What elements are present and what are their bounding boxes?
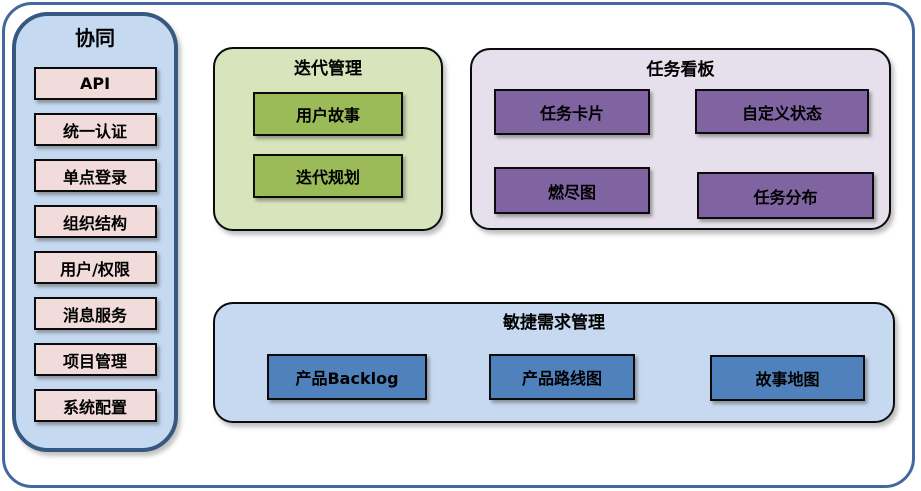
sidebar-title: 协同 xyxy=(75,26,115,50)
sidebar-item-unified-auth: 统一认证 xyxy=(33,113,157,146)
sidebar-item-list: API 统一认证 单点登录 组织结构 用户/权限 消息服务 项目管理 系统配置 xyxy=(33,67,157,422)
shape-story-map: 故事地图 xyxy=(710,355,865,401)
sidebar-item-sso: 单点登录 xyxy=(33,159,157,192)
shape-burndown-chart: 燃尽图 xyxy=(494,167,650,214)
shape-custom-status: 自定义状态 xyxy=(695,89,869,134)
sidebar-item-api: API xyxy=(33,67,157,100)
sidebar-item-system-config: 系统配置 xyxy=(33,389,157,422)
shape-product-backlog: 产品Backlog xyxy=(267,354,427,400)
group-task-board-title: 任务看板 xyxy=(646,60,715,80)
sidebar-collaboration: 协同 API 统一认证 单点登录 组织结构 用户/权限 消息服务 项目管理 系统… xyxy=(12,12,178,452)
shape-user-story: 用户故事 xyxy=(253,92,403,136)
shape-iteration-planning: 迭代规划 xyxy=(253,154,403,198)
group-agile-requirements: 敏捷需求管理 产品Backlog 产品路线图 故事地图 xyxy=(213,302,895,423)
sidebar-item-org-structure: 组织结构 xyxy=(33,205,157,238)
shape-task-distribution: 任务分布 xyxy=(697,172,874,219)
shape-product-roadmap: 产品路线图 xyxy=(489,354,635,400)
group-task-board: 任务看板 任务卡片 自定义状态 燃尽图 任务分布 xyxy=(470,48,891,230)
sidebar-item-user-permission: 用户/权限 xyxy=(33,251,157,284)
group-agile-requirements-title: 敏捷需求管理 xyxy=(503,313,605,333)
shape-task-card: 任务卡片 xyxy=(494,89,650,135)
sidebar-item-project-management: 项目管理 xyxy=(33,343,157,376)
sidebar-item-message-service: 消息服务 xyxy=(33,297,157,330)
group-iteration-title: 迭代管理 xyxy=(294,59,362,79)
group-iteration-management: 迭代管理 用户故事 迭代规划 xyxy=(213,47,443,231)
